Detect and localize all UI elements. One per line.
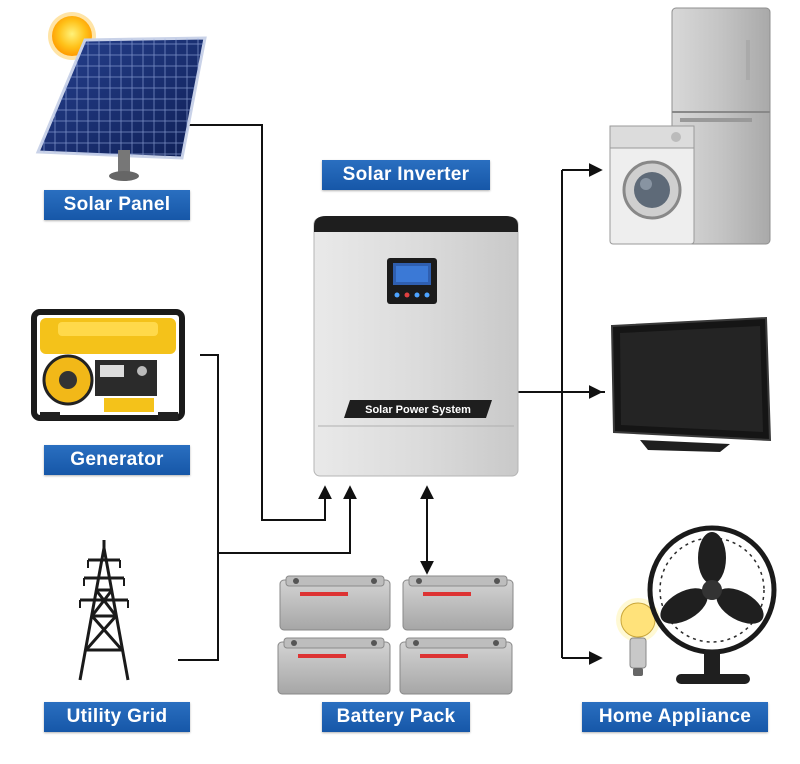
generator-icon xyxy=(31,309,185,421)
tv-icon xyxy=(610,316,772,452)
solar-inverter-label: Solar Inverter xyxy=(322,160,490,190)
home-appliance-label: Home Appliance xyxy=(582,702,768,732)
solar-to-inverter-line xyxy=(178,124,332,521)
generator-label: Generator xyxy=(44,445,190,475)
inverter-icon xyxy=(313,216,519,477)
utility-grid-label: Utility Grid xyxy=(44,702,190,732)
fan-icon xyxy=(647,525,777,684)
battery-pack-label: Battery Pack xyxy=(322,702,470,732)
battery-unit xyxy=(277,637,391,695)
washing-machine-icon xyxy=(609,125,695,245)
battery-unit xyxy=(402,575,514,631)
battery-icon xyxy=(277,575,514,695)
generator-to-inverter-line xyxy=(178,354,219,661)
connection-lines xyxy=(178,124,605,665)
solar-panel-label: Solar Panel xyxy=(44,190,190,220)
grid-to-inverter-line xyxy=(218,485,357,554)
power-tower-icon xyxy=(78,540,130,681)
light-bulb-icon xyxy=(616,598,660,676)
inverter-panel-text: Solar Power System xyxy=(365,404,471,416)
solar-panel-icon xyxy=(35,36,207,181)
battery-unit xyxy=(279,575,391,631)
battery-unit xyxy=(399,637,513,695)
